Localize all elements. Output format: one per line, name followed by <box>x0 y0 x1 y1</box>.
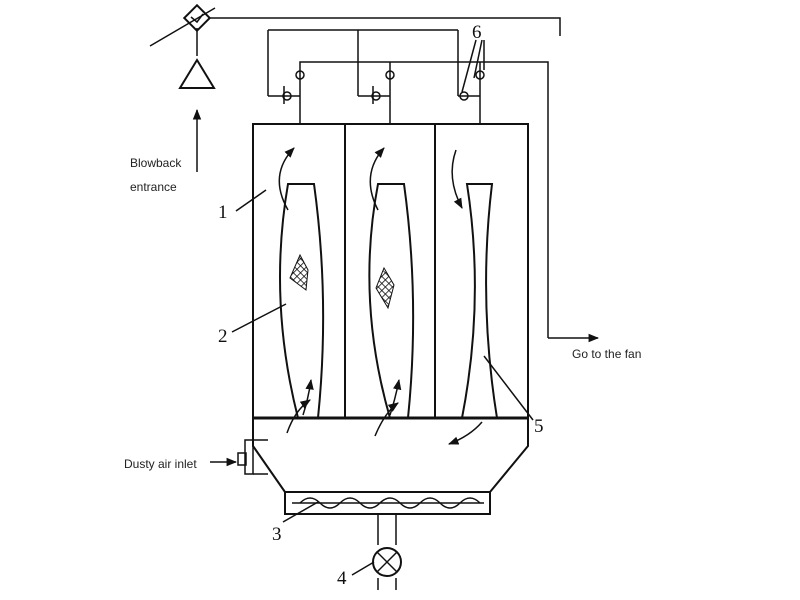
filter-bag-3-collapsed <box>460 183 499 419</box>
blowback-manifold <box>210 17 561 97</box>
pulse-valves <box>282 70 485 104</box>
number-5: 5 <box>534 416 544 437</box>
go-to-fan-label: Go to the fan <box>572 347 641 361</box>
number-1: 1 <box>218 202 228 223</box>
hopper <box>252 418 529 493</box>
leader-lines <box>231 39 534 576</box>
filter-bag-2 <box>368 183 415 419</box>
filter-bag-1 <box>279 183 325 419</box>
number-3: 3 <box>272 524 282 545</box>
number-6: 6 <box>472 22 482 43</box>
blowback-valve <box>149 3 216 89</box>
blowback-label: Blowback <box>130 156 182 170</box>
entrance-label: entrance <box>130 180 177 194</box>
discharge-valve <box>372 514 402 590</box>
number-2: 2 <box>218 326 228 347</box>
dusty-air-inlet-label: Dusty air inlet <box>124 457 197 471</box>
dusty-air-inlet-duct <box>237 439 268 475</box>
screw-conveyor <box>284 491 491 515</box>
airflow-arrows <box>278 147 483 445</box>
clean-gas-duct <box>299 61 549 338</box>
number-4: 4 <box>337 568 347 589</box>
